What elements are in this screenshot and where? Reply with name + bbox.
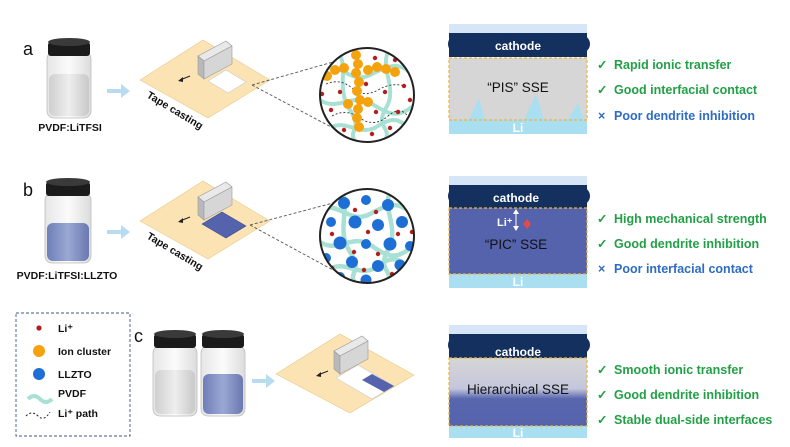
- mark-c-2: ✓: [597, 413, 607, 427]
- mark-c-1: ✓: [597, 388, 607, 402]
- property-a-2: Poor dendrite inhibition: [614, 109, 755, 123]
- legend-llzto: LLZTO: [58, 369, 92, 381]
- property-b-2: Poor interfacial contact: [614, 262, 754, 276]
- cell-stack-c: [448, 325, 590, 438]
- legend: Li⁺ Ion cluster LLZTO PVDF Li⁺ path: [15, 312, 131, 437]
- property-a-0: Rapid ionic transfer: [614, 58, 732, 72]
- property-c-0: Smooth ionic transfer: [614, 363, 743, 377]
- legend-li-path: Li⁺ path: [58, 408, 98, 420]
- legend-li-ion: Li⁺: [58, 323, 73, 335]
- zoom-line-a-bottom: [251, 84, 334, 129]
- tape-casting-c: [275, 333, 415, 414]
- panel-a: a PVDF:LiTFSI Tape casting: [23, 24, 758, 143]
- tape-casting-a: [139, 39, 271, 119]
- ion-label-b: Li⁺: [497, 217, 513, 229]
- zoom-line-b-top: [249, 202, 334, 226]
- legend-pvdf: PVDF: [58, 388, 87, 400]
- vial-c-blue: [200, 330, 246, 417]
- zoom-microstructure-b: [319, 188, 415, 284]
- zoom-microstructure-a: [319, 47, 415, 143]
- cathode-label-c: cathode: [495, 345, 541, 359]
- panel-b-label: b: [23, 180, 33, 200]
- property-list-c: ✓ Smooth ionic transfer ✓ Good dendrite …: [597, 363, 772, 427]
- cathode-label-b: cathode: [493, 191, 539, 205]
- zoom-line-b-bottom: [249, 224, 334, 271]
- property-a-1: Good interfacial contact: [614, 83, 758, 97]
- mark-c-0: ✓: [597, 363, 607, 377]
- li-label-b: Li: [513, 275, 524, 289]
- cathode-label-a: cathode: [495, 39, 541, 53]
- property-list-b: ✓ High mechanical strength ✓ Good dendri…: [597, 212, 767, 276]
- panel-b: b PVDF:LiTFSI:LLZTO Tape casting: [17, 176, 767, 289]
- vial-pvdf-litfsi-llzto: [44, 178, 92, 264]
- electrolyte-label-b: “PIC” SSE: [485, 237, 547, 252]
- cell-stack-b: [448, 176, 590, 288]
- mark-a-0: ✓: [597, 58, 607, 72]
- property-b-0: High mechanical strength: [614, 212, 767, 226]
- arrow-a1: [107, 84, 130, 98]
- vial-pvdf-litfsi: [46, 38, 92, 119]
- legend-pvdf-marker: [26, 394, 54, 404]
- mark-b-2: ×: [598, 262, 605, 276]
- legend-li-ion-marker: [36, 325, 42, 331]
- property-b-1: Good dendrite inhibition: [614, 237, 759, 251]
- property-c-1: Good dendrite inhibition: [614, 388, 759, 402]
- vial-c-grey: [152, 330, 198, 417]
- mark-b-1: ✓: [597, 237, 607, 251]
- arrow-c1: [252, 374, 275, 388]
- panel-c: c: [134, 325, 772, 440]
- electrolyte-label-c: Hierarchical SSE: [467, 382, 569, 397]
- legend-li-path-marker: [25, 411, 51, 419]
- electrolyte-label-a: “PIS” SSE: [487, 80, 549, 95]
- vial-a-caption: PVDF:LiTFSI: [38, 122, 102, 134]
- property-c-2: Stable dual-side interfaces: [614, 413, 772, 427]
- li-label-c: Li: [513, 426, 524, 440]
- mark-b-0: ✓: [597, 212, 607, 226]
- property-list-a: ✓ Rapid ionic transfer ✓ Good interfacia…: [597, 58, 758, 123]
- legend-ion-cluster-marker: [33, 345, 45, 357]
- zoom-line-a-top: [251, 61, 334, 86]
- vial-b-caption: PVDF:LiTFSI:LLZTO: [17, 270, 118, 282]
- mark-a-1: ✓: [597, 83, 607, 97]
- panel-a-label: a: [23, 39, 34, 59]
- legend-llzto-marker: [33, 368, 45, 380]
- arrow-b1: [107, 225, 130, 239]
- li-label-a: Li: [513, 121, 524, 135]
- legend-ion-cluster: Ion cluster: [58, 346, 111, 358]
- panel-c-label: c: [134, 326, 143, 346]
- mark-a-2: ×: [598, 109, 605, 123]
- tape-casting-b: [139, 180, 271, 260]
- cell-stack-a: [448, 24, 590, 134]
